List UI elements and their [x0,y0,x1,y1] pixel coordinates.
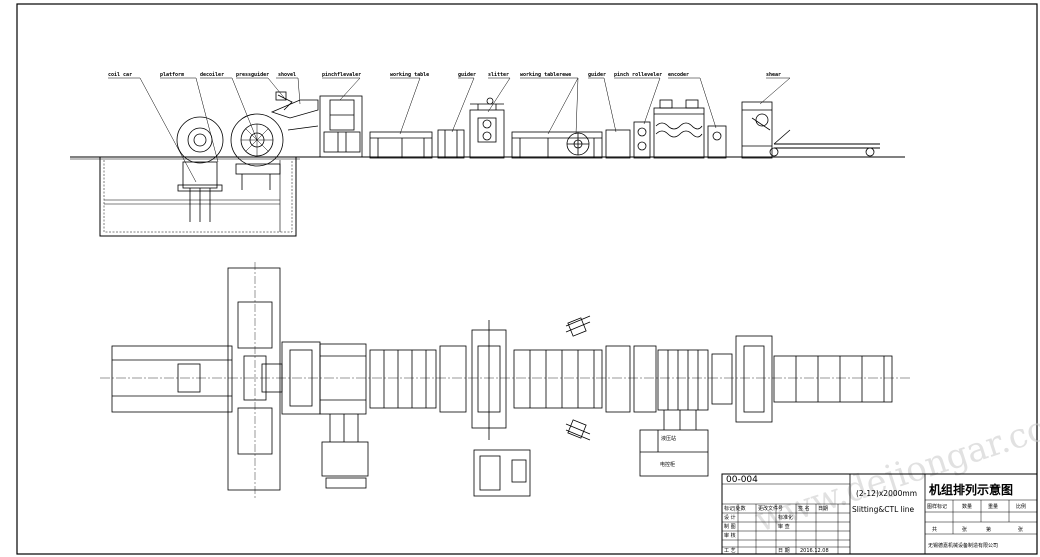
tb-header-mark: 标记|处数 [724,505,746,512]
callout-platform: platform [160,72,184,78]
hydraulic-station-label: 液压站 [661,435,676,442]
line-spec: (2-12)x2000mm [856,489,917,498]
callout-working-table-1: working table [390,72,429,78]
tb-check: 审 核 [724,532,736,539]
title-block [721,473,1038,555]
callout-slitter: slitter [488,72,509,78]
callout-guider-2: guider [588,72,606,78]
plan-view [100,262,912,498]
callout-labels: coil car platform decoiler pressguider s… [108,72,781,78]
company-name: 无锡德嘉机械设备制造有限公司 [928,542,998,549]
callout-leaders [108,77,791,183]
tb-header-date: 日期 [818,506,828,512]
tb-date-value: 2016.12.08 [800,548,829,554]
tb-design: 设 计 [724,514,736,521]
tb-date-label: 日 期 [778,548,790,554]
tb-header-file: 更改文件号 [758,505,783,512]
watermark: www.dejiongar.com [750,398,1040,540]
tb-standard: 标准化 [778,514,793,521]
tb-sheet-no: 第 [986,526,991,533]
tb-col-stage: 图样标记 [927,503,947,510]
callout-pressguider: pressguider [236,72,269,78]
callout-pinchflevaler: pinchflevaler [322,72,361,78]
tb-process: 工 艺 [724,548,736,554]
callout-pinch-roll: pinch rolleveler [614,72,662,78]
callout-guider-1: guider [458,72,476,78]
callout-shovel: shovel [278,72,296,78]
tb-sheet-page2: 张 [1018,526,1023,533]
line-name: Slitting&CTL line [852,505,915,514]
elevation-view [70,91,905,237]
callout-decoiler: decoiler [200,72,224,78]
callout-encoder: encoder [668,72,689,78]
tb-sheet-total: 共 [932,526,937,533]
tb-col-weight: 数量 [962,503,972,510]
tb-review: 审 查 [778,523,790,530]
tb-col-scale: 比例 [1016,503,1026,510]
drawing-number: 00-004 [726,475,758,485]
tb-col-mass: 重量 [988,503,998,510]
drawing-border [16,3,1038,555]
tb-header-sign: 签 名 [798,505,810,512]
callout-working-table-2: working tablerewe [520,72,571,78]
tb-draw: 制 图 [724,523,736,530]
callout-coil-car: coil car [108,72,132,78]
tb-sheet-page: 张 [962,526,967,533]
drawing-title: 机组排列示意图 [929,482,1013,497]
callout-shear: shear [766,72,781,78]
title-block-text: 00-004 标记|处数 更改文件号 签 名 日期 设 计 标准化 制 图 审 … [724,475,1026,554]
control-cabinet-label: 电控柜 [660,461,675,468]
